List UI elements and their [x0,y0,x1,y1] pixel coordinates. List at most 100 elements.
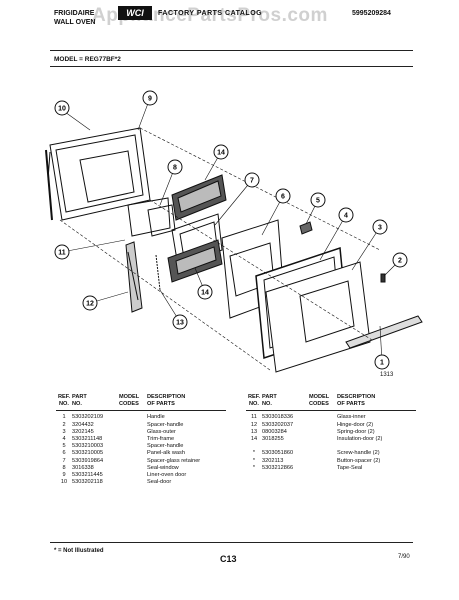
part-number-cell: 5303211445 [72,472,103,479]
ref-cell: 1 [62,414,66,421]
description-cell: Screw-handle (2) [337,450,380,457]
ref-cell: 11 [251,414,257,421]
description-cell: Spring-door (2) [337,428,375,435]
ref-cell: * [252,450,256,457]
model-codes-cell [309,436,337,443]
ref-cell: 8 [62,464,66,471]
table-row: * 3202113 Button-spacer (2) [246,458,417,465]
catalog-title: FACTORY PARTS CATALOG [158,10,263,17]
table-row [246,443,417,450]
callout-label: 11 [58,250,66,257]
part-number-cell: 3202113 [262,457,284,464]
callout-label: 10 [58,106,66,113]
part-number-cell: 5303051860 [262,450,294,457]
model-codes-cell [119,422,147,429]
model-codes-cell [119,458,147,465]
ref-cell: 7 [62,457,66,464]
seal-window-part [127,197,171,237]
ref-cell: * [252,464,256,471]
model-codes-cell [119,479,147,486]
callout-2: 2 [392,252,408,268]
model-codes-cell [309,450,337,457]
model-codes-cell [309,422,337,429]
callout-label: 7 [250,178,254,185]
glass-retainer-part [171,213,223,267]
brand-block: FRIGIDAIRE WALL OVEN [54,9,95,27]
table-row: 1 5303202109 Handle [56,414,227,421]
description-cell: Handle [147,414,165,421]
part-number-cell: 5303202118 [72,479,103,486]
insulation-top-part [171,174,227,221]
callout-label: 9 [148,96,152,103]
description-cell: Tape-Seal [337,464,363,471]
callout-6: 6 [275,188,291,204]
callout-4: 4 [338,207,354,223]
header-rule [50,50,413,51]
model-codes-cell [119,472,147,479]
table-row: 10 5303202118 Seal-door [56,479,227,486]
description-cell: Seal-door [147,479,172,486]
part-number-cell: 3202145 [72,428,94,435]
description-cell: Trim-frame [147,436,175,443]
callout-13: 13 [172,314,188,330]
callout-1: 1 [374,354,390,370]
part-number-cell: 3016338 [72,464,94,471]
callout-label: 14 [217,150,225,157]
model-codes-cell [119,436,147,443]
model-codes-cell [309,465,337,472]
revision-date: 7/90 [398,554,410,560]
catalog-number: 5995209284 [352,10,391,17]
part-number-cell: 5303919864 [72,457,104,464]
table-row: 3 3202145 Glass-outer [56,429,227,436]
description-cell: Spacer-handle [147,443,184,450]
callout-label: 6 [281,194,285,201]
description-cell: Button-spacer (2) [337,457,381,464]
model-codes-cell [119,414,147,421]
part-number-cell [262,443,309,450]
part-number-cell: 5303202037 [262,421,294,428]
description-cell: Glass-outer [147,428,176,435]
callout-label: 8 [173,165,177,172]
callout-5: 5 [310,192,326,208]
footer-rule [50,542,413,543]
description-cell: Hinge-door (2) [337,421,374,428]
part-number-cell: 5303210003 [72,443,104,450]
model-rule [50,66,413,67]
ref-cell: 5 [62,443,66,450]
description-cell: Panel-alk wash [147,450,185,457]
description-cell: Liner-oven door [147,472,187,479]
ref-cell: 6 [62,450,66,457]
callout-7: 7 [244,172,260,188]
ref-cell: 2 [62,421,66,428]
table-row: *5303212866 Tape-Seal [246,465,417,472]
part-number-cell: 5303202109 [72,414,104,421]
callout-label: 2 [398,258,402,265]
hinge-part [125,241,143,313]
ref-cell: 10 [60,479,68,486]
callout-8: 8 [167,159,183,175]
part-number-cell: 3018255 [262,436,284,443]
callout-11: 11 [54,244,70,260]
callout-3: 3 [372,219,388,235]
description-cell [337,443,417,450]
callout-label: 3 [378,225,382,232]
model-codes-cell [119,465,147,472]
ref-cell: 3 [62,428,66,435]
part-number-cell: 5303018336 [262,414,294,421]
ref-cell: 4 [62,436,66,443]
model-codes-cell [309,458,337,465]
description-cell: Insulation-door (2) [337,436,383,443]
ref-cell: * [252,457,256,464]
ref-cell: 14 [250,436,258,443]
